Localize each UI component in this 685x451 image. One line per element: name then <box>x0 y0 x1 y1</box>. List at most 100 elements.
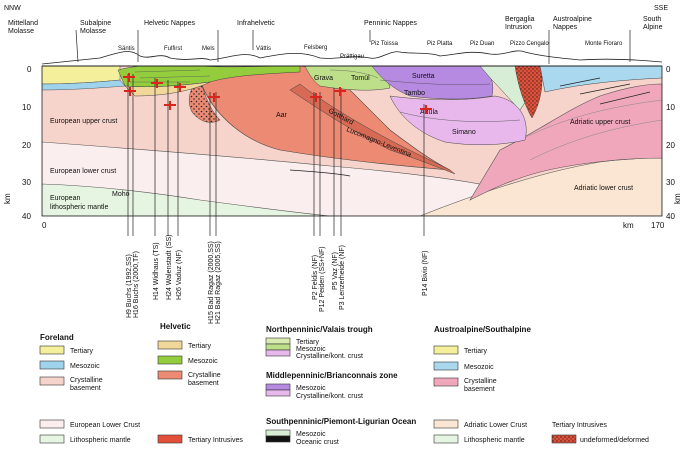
legend-austroalpine-title: Austroalpine/Southalpine <box>434 325 531 334</box>
swatch-helvetic-tertiary <box>157 340 183 350</box>
legend-undeformed-deformed: undeformed/deformed <box>580 437 649 444</box>
top-region-labels: Mittelland Molasse Subalpine Molasse Hel… <box>8 16 663 35</box>
legend-aa-mesozoic: Mesozoic <box>464 364 494 371</box>
legend-helvetic-crystalline: Crystalline <box>188 372 221 379</box>
swatch-tertiary-intrusives <box>157 434 183 444</box>
label-mittelland-molasse-1: Mittelland <box>8 20 38 27</box>
legend-aa-tertiary: Tertiary <box>464 348 487 355</box>
depth-tick-0: 0 <box>27 65 32 74</box>
x-tick-0: 0 <box>42 221 47 230</box>
label-adriatic-upper-crust: Adriatic upper crust <box>570 119 630 126</box>
swatch-foreland-tertiary <box>39 345 65 355</box>
label-subalpine-molasse-2: Molasse <box>80 28 106 35</box>
legend-np-mesozoic: Mesozoic <box>296 346 326 353</box>
topography-line <box>41 50 663 65</box>
legend-foreland-tertiary: Tertiary <box>70 348 93 355</box>
label-simano: Simano <box>452 129 476 136</box>
compass-sse: SSE <box>654 5 668 12</box>
legend-np-tertiary: Tertiary <box>296 339 319 346</box>
peak-saentis: Säntis <box>118 46 135 52</box>
well-h26: H26 Vaduz (NF) <box>176 250 183 300</box>
well-h14: H14 Widhaus (TS) <box>153 242 160 300</box>
swatch-lithospheric-mantle-2 <box>433 434 459 444</box>
well-h15: H15 Bad Ragaz (2000,SS) <box>208 241 215 324</box>
well-h24: H24 Walenstadt (SS) <box>166 235 173 301</box>
swatch-aa-tertiary <box>433 345 459 355</box>
peak-piz-duan: Piz Duan <box>470 41 494 47</box>
label-tambo: Tambo <box>404 90 425 97</box>
swatch-np-tertiary <box>265 337 291 345</box>
depth-axis-right: 0 10 20 30 40 km <box>666 65 682 221</box>
label-tomul: Tomül <box>351 75 370 82</box>
label-moho: Moho <box>112 191 130 198</box>
peak-felsberg: Felsberg <box>304 45 327 51</box>
swatch-mp-crystalline <box>265 389 291 397</box>
well-p14: P14 Bivio (NF) <box>422 250 429 296</box>
legend-lithospheric-mantle: Lithospheric mantle <box>70 437 131 444</box>
x-tick-170: 170 <box>651 221 665 230</box>
legend-aa-basement: basement <box>464 386 495 393</box>
depth-tick-r-40: 40 <box>666 212 675 221</box>
well-p12: P12 Peiden (SS+NF) <box>319 246 326 312</box>
cross-section <box>42 66 662 216</box>
label-austroalpine-1: Austroalpine <box>553 16 592 23</box>
swatch-foreland-crystalline <box>39 376 65 386</box>
label-bergaglia-2: Intrusion <box>505 24 532 31</box>
well-p2: P2 Feldis (NF) <box>312 255 319 300</box>
legend-tertiary-intrusives-title: Tertiary Intrusives <box>552 422 607 429</box>
swatch-helvetic-mesozoic <box>157 355 183 365</box>
peak-fulfirst: Fulfirst <box>164 46 182 52</box>
label-adula: Adula <box>420 109 438 116</box>
legend-european-lower-crust: European Lower Crust <box>70 422 140 429</box>
label-infrahelvetic: Infrahelvetic <box>237 20 275 27</box>
x-unit: km <box>623 221 634 230</box>
swatch-helvetic-crystalline <box>157 370 183 380</box>
depth-tick-r-0: 0 <box>666 65 671 74</box>
label-subalpine-molasse-1: Subalpine <box>80 20 111 27</box>
label-adriatic-lower-crust: Adriatic lower crust <box>574 185 633 192</box>
peak-pizzo-cengalo: Pizzo Cengalo <box>510 41 549 47</box>
depth-tick-40: 40 <box>22 212 31 221</box>
swatch-adriatic-lower-crust <box>433 419 459 429</box>
legend-adriatic-lower-crust: Adriatic Lower Crust <box>464 422 527 429</box>
swatch-aa-mesozoic <box>433 361 459 371</box>
depth-unit-left: km <box>3 193 12 204</box>
legend-sp-mesozoic: Mesozoic <box>296 431 326 438</box>
label-south-alpine-1: South <box>643 16 661 23</box>
legend-tertiary-intrusives: Tertiary Intrusives <box>188 437 243 444</box>
label-suretta: Suretta <box>412 73 435 80</box>
swatch-aa-crystalline <box>433 377 459 387</box>
compass-nnw: NNW <box>4 5 21 12</box>
legend-north-penninic-title: Northpenninic/Valais trough <box>266 325 373 334</box>
section-frame <box>41 65 663 217</box>
swatch-lithospheric-mantle <box>39 434 65 444</box>
legend-foreland-crystalline: Crystalline <box>70 377 103 384</box>
legend-middle-penninic-title: Middlepenninic/Brianconnais zone <box>266 371 398 380</box>
legend-aa-crystalline: Crystalline <box>464 378 497 385</box>
depth-axis-left: 0 10 20 30 40 km <box>3 65 32 221</box>
label-european-lower-crust: European lower crust <box>50 168 116 175</box>
label-austroalpine-2: Nappes <box>553 24 578 31</box>
swatch-sp-oceanic <box>265 435 291 443</box>
well-h9: H9 Buchs (1992,SS) <box>126 254 133 318</box>
well-labels: H9 Buchs (1992,SS) H16 Buchs (2000,TF) H… <box>126 235 429 325</box>
label-grava: Grava <box>314 75 333 82</box>
depth-tick-r-30: 30 <box>666 178 675 187</box>
legend-helvetic-mesozoic: Mesozoic <box>188 358 218 365</box>
label-helvetic-nappes: Helvetic Nappes <box>144 20 195 27</box>
legend-mp-mesozoic: Mesozoic <box>296 385 326 392</box>
label-european-mantle-2: lithospheric mantle <box>50 204 108 211</box>
legend-foreland-mesozoic: Mesozoic <box>70 363 100 370</box>
label-bergaglia-1: Bergaglia <box>505 16 535 23</box>
depth-tick-10: 10 <box>22 103 31 112</box>
depth-unit-right: km <box>673 193 682 204</box>
depth-tick-30: 30 <box>22 178 31 187</box>
label-european-upper-crust: European upper crust <box>50 118 117 125</box>
label-south-alpine-2: Alpine <box>643 24 663 31</box>
legend-south-penninic-title: Southpenninic/Piemont-Ligurian Ocean <box>266 417 416 426</box>
label-leader-lines <box>75 29 631 64</box>
peak-piz-platta: Piz Platta <box>427 41 453 47</box>
depth-tick-20: 20 <box>22 141 31 150</box>
depth-tick-r-20: 20 <box>666 141 675 150</box>
well-p5: P5 Vaz (NF) <box>332 252 339 290</box>
